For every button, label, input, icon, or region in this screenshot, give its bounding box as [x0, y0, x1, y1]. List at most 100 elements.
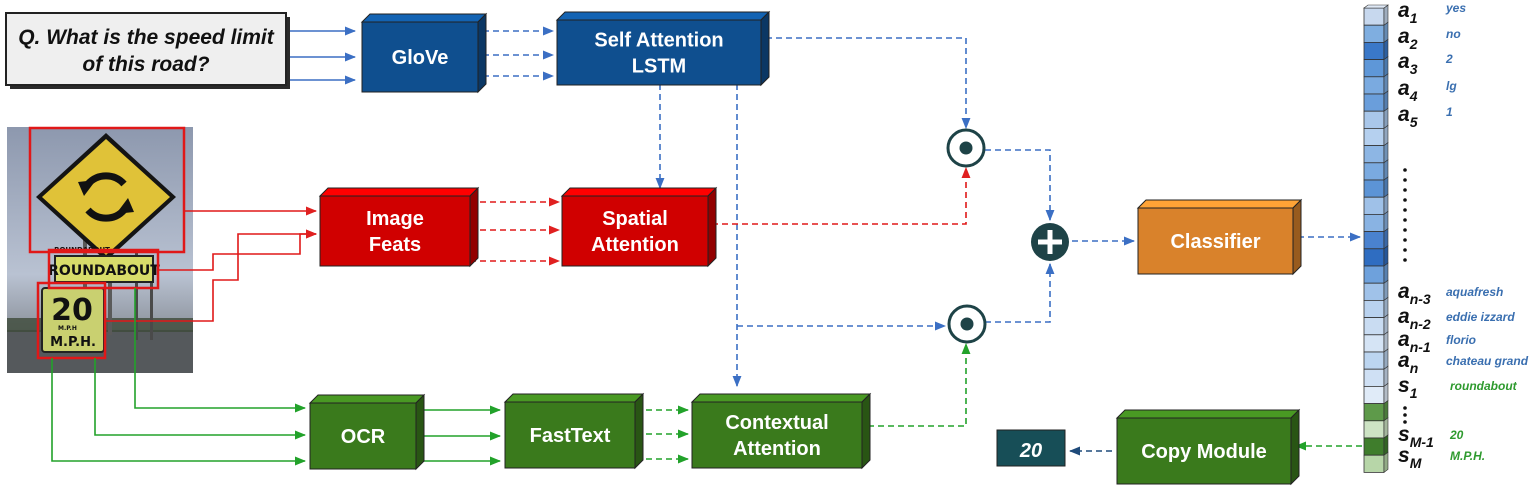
answer-space-cell — [1363, 93, 1385, 112]
answer-space-cell — [1363, 248, 1385, 267]
input-image: ROUNDABOUT ROUNDABOUT 20 M.P.H M.P.H. — [7, 126, 193, 373]
vocab-symbol: a3 — [1398, 50, 1418, 77]
answer-label: 20 — [1019, 440, 1042, 462]
answer-space-cell-side — [1383, 434, 1389, 456]
answer-block: 20 — [996, 429, 1066, 467]
vocab-symbol: sM — [1398, 444, 1422, 471]
answer-space-column — [1363, 4, 1389, 473]
vocab-candidate: lg — [1446, 79, 1457, 93]
copy-module-block: Copy Module — [1115, 408, 1301, 486]
vocab-candidate: aquafresh — [1446, 285, 1503, 299]
self-attention-label-2: LSTM — [632, 56, 686, 78]
answer-space-cell-side — [1383, 348, 1389, 370]
answer-space-cell-side — [1383, 245, 1389, 267]
answer-space-cell — [1363, 351, 1385, 370]
dot-product-upper — [946, 128, 986, 168]
vocab-candidate: 20 — [1449, 428, 1464, 442]
answer-space-cell-side — [1383, 55, 1389, 78]
answer-space-cell — [1363, 403, 1385, 422]
fasttext-block: FastText — [503, 392, 645, 470]
classifier-label: Classifier — [1170, 231, 1260, 253]
answer-space-cell-side — [1383, 107, 1389, 129]
answer-space-cell-side — [1383, 451, 1389, 473]
glove-block: GloVe — [360, 12, 488, 94]
answer-space-cell — [1363, 145, 1385, 164]
answer-space-cell-side — [1383, 228, 1389, 250]
ocr-block: OCR — [308, 393, 426, 471]
image-feats-label-1: Image — [366, 208, 424, 230]
vocab-symbol: an-2 — [1398, 305, 1431, 332]
copy-module-label: Copy Module — [1141, 441, 1267, 463]
answer-space-cell-side — [1383, 176, 1389, 198]
answer-space-cell-side — [1383, 400, 1389, 422]
vocab-candidate: florio — [1446, 333, 1476, 347]
vocab-symbol: sM-1 — [1398, 423, 1434, 450]
answer-space-cell — [1363, 299, 1385, 318]
ocr-label: OCR — [341, 426, 386, 448]
answer-space-cell — [1363, 231, 1385, 250]
answer-space-cell-side — [1383, 193, 1389, 215]
vocab-symbol: s1 — [1398, 374, 1418, 401]
contextual-attention-label-2: Attention — [733, 438, 821, 460]
answer-space-cell — [1363, 420, 1385, 439]
vocab-symbol: a1 — [1398, 0, 1418, 26]
vocab-symbol: an-1 — [1398, 328, 1431, 355]
answer-space-cell — [1363, 110, 1385, 129]
vocab-symbol: a5 — [1398, 103, 1418, 130]
vocab-candidate: 2 — [1445, 52, 1453, 66]
vocab-candidate: chateau grand — [1446, 354, 1529, 368]
answer-space-cell — [1363, 265, 1385, 284]
answer-space-cell — [1363, 162, 1385, 181]
roundabout-warning-sign — [36, 133, 176, 261]
ocr-ellipsis — [1403, 406, 1407, 424]
answer-space-cell-side — [1383, 314, 1389, 336]
speed-limit-sign: 20 M.P.H M.P.H. — [41, 287, 105, 353]
answer-space-cell — [1363, 454, 1385, 473]
vocab-symbol: a4 — [1398, 77, 1418, 104]
spatial-attention-label-1: Spatial — [602, 208, 668, 230]
answer-space-cell — [1363, 282, 1385, 301]
answer-space-cell-side — [1383, 4, 1389, 26]
answer-space-cell-side — [1383, 365, 1389, 387]
vocab-symbol: an — [1398, 349, 1418, 376]
edges — [51, 26, 1362, 466]
answer-space-cell — [1363, 213, 1385, 232]
answer-space-cell-side — [1383, 124, 1389, 147]
answer-space-cell-side — [1383, 38, 1389, 61]
answer-space-cell-side — [1383, 142, 1389, 164]
glove-label: GloVe — [392, 47, 449, 69]
roundabout-sign-text: ROUNDABOUT — [48, 263, 160, 279]
image-feats-label-2: Feats — [369, 234, 421, 256]
speed-sign-number: 20 — [51, 293, 93, 328]
question-box: Q. What is the speed limit of this road? — [5, 12, 290, 89]
answer-space-cell-side — [1383, 159, 1389, 181]
answer-space-cell-side — [1383, 296, 1389, 319]
answer-space-cell — [1363, 76, 1385, 95]
self-attention-label-1: Self Attention — [594, 30, 723, 52]
region-box-roundabout — [47, 248, 160, 290]
answer-space-cell — [1363, 368, 1385, 387]
answer-space-cell — [1363, 59, 1385, 78]
answer-space-cell-side — [1383, 210, 1389, 233]
vocab-symbol: an-3 — [1398, 280, 1431, 307]
region-box-diamond — [28, 126, 186, 254]
vocab-candidate: M.P.H. — [1450, 449, 1485, 463]
answer-space-cell-side — [1383, 279, 1389, 301]
answer-space-cell — [1363, 24, 1385, 43]
answer-space-cell-side — [1383, 331, 1389, 353]
speed-sign-mph-small: M.P.H — [58, 325, 77, 332]
answer-space-cell-side — [1383, 73, 1389, 95]
answer-space-cell-side — [1383, 90, 1389, 112]
answer-space-cell-side — [1383, 262, 1389, 284]
fasttext-label: FastText — [530, 425, 611, 447]
contextual-attention-label-1: Contextual — [725, 412, 828, 434]
answer-space-cell-side — [1383, 21, 1389, 44]
answer-space-cell — [1363, 42, 1385, 61]
